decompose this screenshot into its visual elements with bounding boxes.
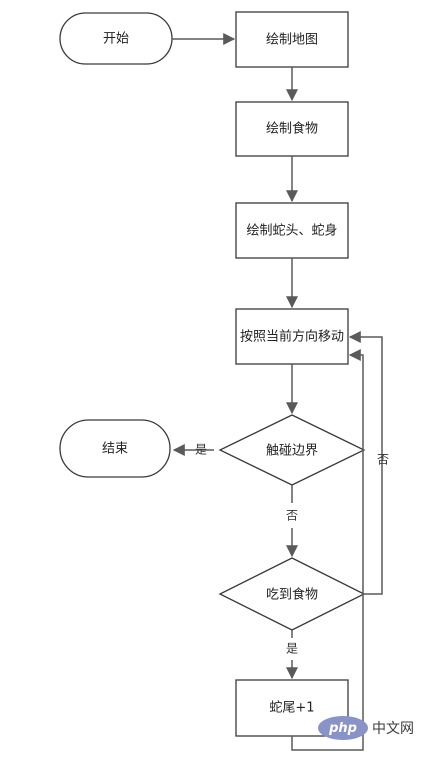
grow-label: 蛇尾+1: [269, 701, 314, 716]
start-node: 开始: [59, 12, 173, 65]
move-node: 按照当前方向移动: [235, 308, 349, 365]
draw-snake-node: 绘制蛇头、蛇身: [235, 202, 349, 259]
edge-label-hitwall-no: 否: [286, 509, 298, 523]
watermark-text: 中文网: [372, 721, 414, 737]
draw-map-label: 绘制地图: [266, 33, 318, 48]
draw-snake-label: 绘制蛇头、蛇身: [246, 223, 337, 239]
hit-wall-label: 触碰边界: [266, 444, 318, 459]
php-logo: php: [318, 716, 368, 740]
start-label: 开始: [103, 32, 129, 47]
eat-food-label: 吃到食物: [266, 587, 318, 603]
end-label: 结束: [102, 442, 128, 457]
edge-grow-loop: [291, 349, 364, 751]
end-node: 结束: [59, 419, 171, 478]
edge-eatfood-no-loop: [348, 331, 383, 595]
move-label: 按照当前方向移动: [240, 329, 344, 345]
edge-label-side-no: 否: [377, 453, 389, 467]
draw-food-node: 绘制食物: [235, 101, 349, 157]
draw-food-label: 绘制食物: [266, 121, 318, 137]
hit-wall-decision: 触碰边界: [218, 414, 366, 486]
draw-map-node: 绘制地图: [235, 11, 349, 68]
edge-label-eatfood-yes: 是: [286, 642, 298, 656]
php-watermark: php 中文网: [318, 716, 414, 740]
eat-food-decision: 吃到食物: [218, 557, 366, 631]
edge-label-hitwall-yes: 是: [195, 443, 207, 457]
